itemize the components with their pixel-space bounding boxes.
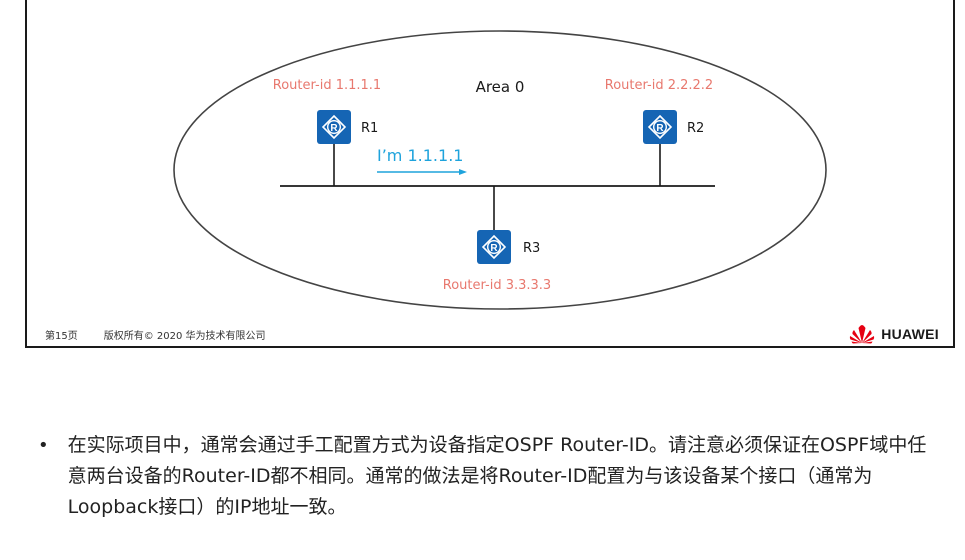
router-r2-icon <box>642 109 678 145</box>
area-boundary <box>173 30 827 310</box>
arrow-right-icon <box>459 169 467 175</box>
hello-message: I’m 1.1.1.1 <box>377 146 463 165</box>
bullet-marker: • <box>38 435 49 456</box>
area-label: Area 0 <box>476 78 525 96</box>
router-id-r3: Router-id 3.3.3.3 <box>443 278 551 293</box>
slide-frame: R Area 0 Router-id 1.1.1.1 Router-id 2.2… <box>25 0 955 348</box>
router-r1-icon <box>316 109 352 145</box>
ospf-topology-diagram: R Area 0 Router-id 1.1.1.1 Router-id 2.2… <box>173 30 827 310</box>
router-name-r3: R3 <box>523 241 540 256</box>
router-name-r2: R2 <box>687 121 704 136</box>
bullet-text: 在实际项目中，通常会通过手工配置方式为设备指定OSPF Router-ID。请注… <box>67 434 927 518</box>
footer-info: 第15页 版权所有© 2020 华为技术有限公司 <box>45 327 266 342</box>
page-number: 第15页 <box>45 331 78 342</box>
bullet-point: • 在实际项目中，通常会通过手工配置方式为设备指定OSPF Router-ID。… <box>38 430 938 523</box>
router-id-r2: Router-id 2.2.2.2 <box>605 78 713 93</box>
router-id-r1: Router-id 1.1.1.1 <box>273 78 381 93</box>
copyright: 版权所有© 2020 华为技术有限公司 <box>103 331 266 342</box>
router-name-r1: R1 <box>361 121 378 136</box>
router-r3-icon <box>476 229 512 265</box>
huawei-petals-icon <box>850 325 875 344</box>
logo-text: HUAWEI <box>881 326 939 342</box>
huawei-logo: HUAWEI <box>848 324 939 344</box>
